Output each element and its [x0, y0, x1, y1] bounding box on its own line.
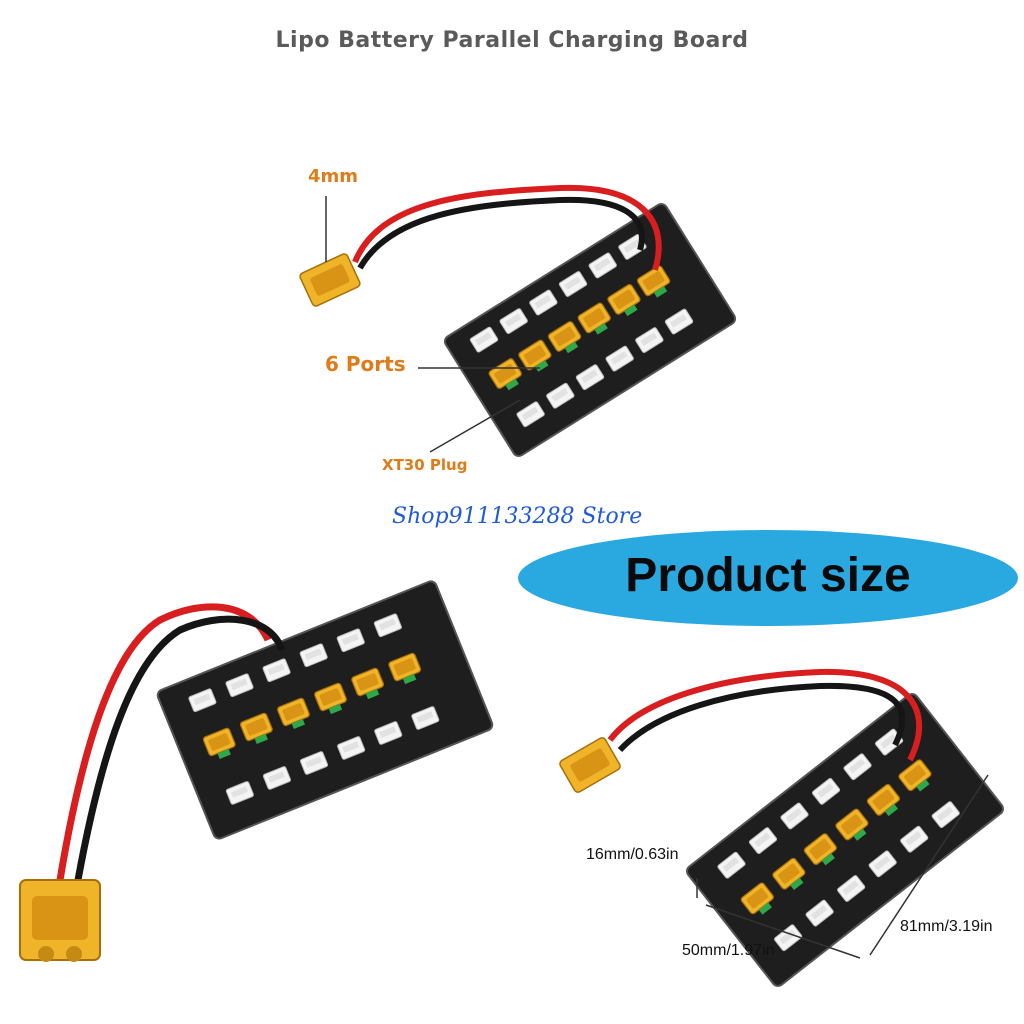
page-title: Lipo Battery Parallel Charging Board [275, 28, 749, 53]
top-board [443, 203, 737, 457]
product-size-banner [518, 530, 1018, 626]
dimension-line-length [869, 774, 989, 956]
ports-callout: 6 Ports [325, 352, 406, 376]
callout-line-plug [429, 399, 521, 453]
top-xt60-connector [299, 253, 361, 307]
store-watermark: Shop911133288 Store [392, 504, 643, 529]
left-wire-black [74, 615, 286, 881]
dimension-height: 16mm/0.63in [586, 846, 679, 863]
plug-callout: XT30 Plug [382, 456, 468, 474]
left-board [156, 580, 494, 840]
dimension-width: 50mm/1.97in [682, 942, 775, 959]
dimension-length: 81mm/3.19in [900, 918, 993, 935]
right-xt60-connector [559, 737, 621, 793]
dimension-line-width [705, 904, 861, 959]
product-size-banner-text: Product size [625, 549, 911, 602]
right-wire-red [607, 668, 923, 762]
left-xt60-connector [19, 879, 101, 962]
wire-callout: 4mm [308, 166, 359, 187]
right-wire-black [617, 682, 906, 753]
right-board [685, 693, 1005, 987]
top-wire-black [357, 196, 645, 270]
top-wire-red [352, 184, 662, 271]
left-wire-red [56, 603, 272, 881]
